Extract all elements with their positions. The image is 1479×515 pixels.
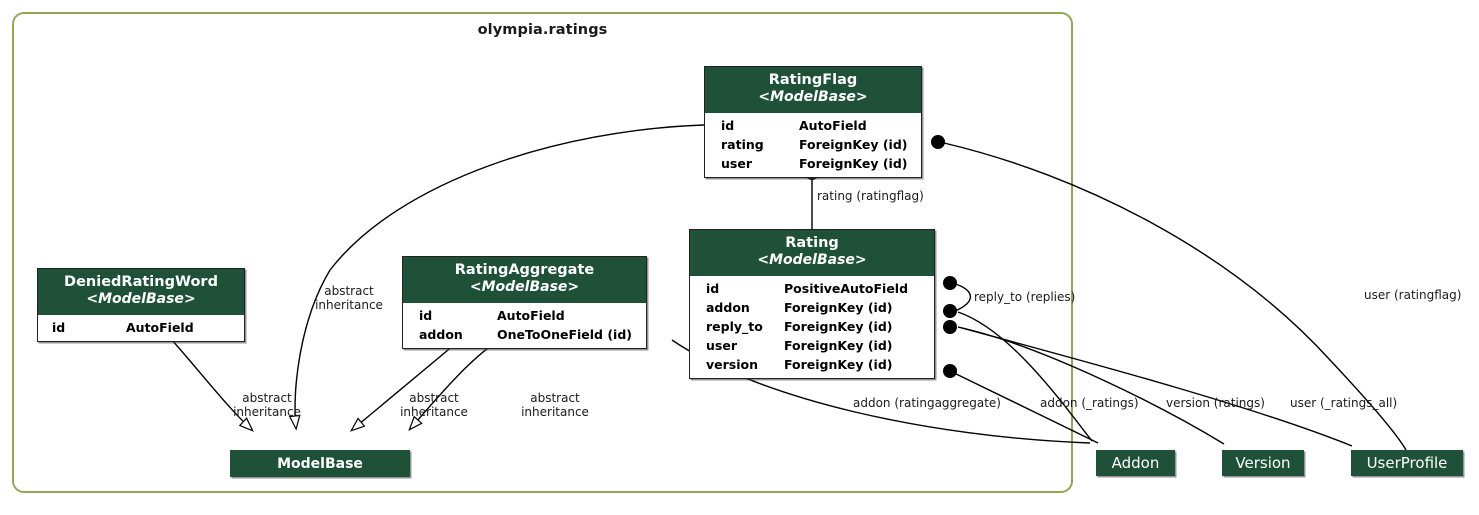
class-stereotype-ratingaggregate: <ModelBase> (469, 279, 580, 296)
attribute-row: id AutoField (38, 318, 244, 337)
node-version[interactable]: Version (1222, 450, 1304, 476)
class-box-ratingaggregate[interactable]: RatingAggregate <ModelBase> id AutoField… (402, 256, 647, 349)
attribute-row: user ForeignKey (id) (705, 154, 921, 173)
class-box-ratingflag[interactable]: RatingFlag <ModelBase> id AutoField rati… (704, 66, 922, 178)
edge-label-abstract-inheritance-2: abstract inheritance (233, 391, 301, 420)
edge-label-abstract-inheritance-1: abstract inheritance (315, 284, 383, 313)
class-name-ratingaggregate: RatingAggregate (454, 262, 595, 278)
edge-label-reply-to-replies: reply_to (replies) (974, 290, 1076, 304)
class-stereotype-deniedratingword: <ModelBase> (86, 291, 196, 308)
attribute-name: id (52, 319, 66, 335)
attribute-type: AutoField (126, 319, 194, 335)
attribute-type: ForeignKey (id) (784, 357, 893, 373)
attribute-type: ForeignKey (id) (799, 136, 908, 152)
class-name-ratingflag: RatingFlag (768, 72, 858, 88)
class-body-ratingaggregate: id AutoField addon OneToOneField (id) (403, 302, 646, 348)
attribute-name: addon (419, 326, 463, 342)
attribute-name: user (721, 155, 752, 171)
class-stereotype-ratingflag: <ModelBase> (758, 89, 868, 106)
attribute-row: version ForeignKey (id) (690, 355, 934, 374)
attribute-row: addon OneToOneField (id) (403, 325, 646, 344)
node-userprofile[interactable]: UserProfile (1351, 450, 1463, 476)
attribute-row: id PositiveAutoField (690, 279, 934, 298)
attribute-row: id AutoField (403, 306, 646, 325)
class-name-rating: Rating (785, 235, 839, 251)
edge-label-abstract-inheritance-4: abstract inheritance (521, 391, 589, 420)
attribute-row: reply_to ForeignKey (id) (690, 317, 934, 336)
attribute-name: id (419, 307, 433, 323)
edge-label-version-ratings: version (ratings) (1166, 396, 1265, 410)
class-header-ratingflag: RatingFlag <ModelBase> (705, 67, 921, 113)
class-body-ratingflag: id AutoField rating ForeignKey (id) user… (705, 112, 921, 177)
attribute-name: id (706, 280, 720, 296)
attribute-type: PositiveAutoField (784, 280, 909, 296)
attribute-name: addon (706, 299, 750, 315)
attribute-type: ForeignKey (id) (784, 338, 893, 353)
edge-label-user-ratingflag: user (ratingflag) (1364, 288, 1462, 302)
node-modelbase[interactable]: ModelBase (230, 450, 410, 477)
node-addon[interactable]: Addon (1096, 450, 1175, 476)
attribute-type: AutoField (799, 117, 867, 133)
attribute-name: version (706, 357, 759, 373)
attribute-name: rating (721, 136, 764, 152)
attribute-row: user ForeignKey (id) (690, 336, 934, 355)
attribute-name: user (706, 338, 737, 353)
class-name-deniedratingword: DeniedRatingWord (64, 274, 218, 290)
class-body-rating: id PositiveAutoField addon ForeignKey (i… (690, 275, 934, 379)
attribute-row: rating ForeignKey (id) (705, 135, 921, 154)
attribute-type: ForeignKey (id) (784, 299, 893, 315)
attribute-row: addon ForeignKey (id) (690, 298, 934, 317)
class-box-deniedratingword[interactable]: DeniedRatingWord <ModelBase> id AutoFiel… (37, 268, 245, 342)
class-header-ratingaggregate: RatingAggregate <ModelBase> (403, 257, 646, 303)
attribute-type: OneToOneField (id) (497, 326, 633, 342)
edge-label-user-ratings-all: user (_ratings_all) (1290, 396, 1398, 410)
attribute-type: ForeignKey (id) (799, 155, 908, 171)
class-body-deniedratingword: id AutoField (38, 314, 244, 341)
package-title: olympia.ratings (477, 22, 608, 38)
attribute-type: ForeignKey (id) (784, 318, 893, 334)
edge-label-rating-ratingflag: rating (ratingflag) (817, 189, 924, 203)
class-box-rating[interactable]: Rating <ModelBase> id PositiveAutoField … (689, 229, 935, 380)
attribute-row: id AutoField (705, 116, 921, 135)
attribute-name: reply_to (706, 318, 763, 334)
edge-label-abstract-inheritance-3: abstract inheritance (400, 391, 468, 420)
class-header-rating: Rating <ModelBase> (690, 230, 934, 276)
class-stereotype-rating: <ModelBase> (757, 252, 867, 269)
edge-label-addon-ratings: addon (_ratings) (1040, 396, 1139, 410)
edge-label-addon-ratingaggregate: addon (ratingaggregate) (853, 396, 1001, 410)
class-header-deniedratingword: DeniedRatingWord <ModelBase> (38, 269, 244, 315)
attribute-name: id (721, 117, 735, 133)
attribute-type: AutoField (497, 307, 565, 323)
